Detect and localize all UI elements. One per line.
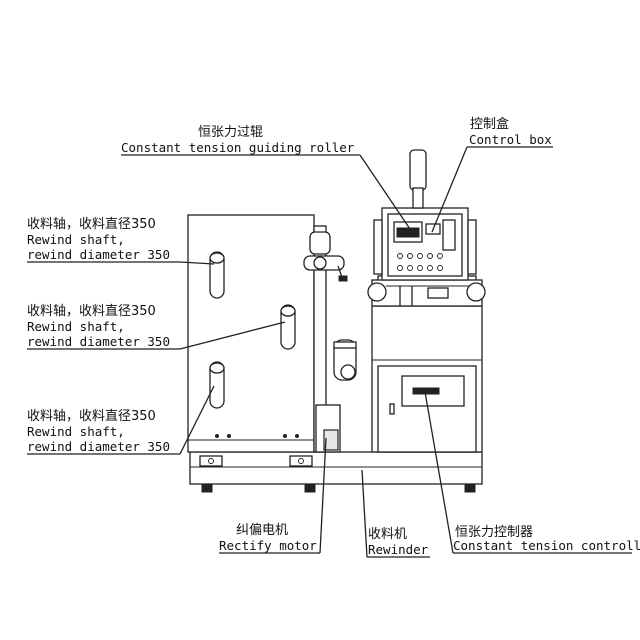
control-box-label-en: Control box: [469, 132, 552, 147]
rewind-shaft-bottom: [209, 361, 225, 409]
shaft-top-label-cn: 收料轴，收料直径350: [27, 217, 156, 232]
controller-label-cn: 恒张力控制器: [455, 525, 533, 540]
base-frame: [189, 451, 483, 485]
shaft-bot-label-en2: rewind diameter 350: [27, 439, 170, 454]
labels: 恒张力过辊 Constant tension guiding roller 控制…: [27, 116, 640, 557]
shaft-bot-label-cn: 收料轴，收料直径350: [27, 409, 156, 424]
rewinder-label-en: Rewinder: [368, 542, 429, 557]
shaft-mid-label-cn: 收料轴，收料直径350: [27, 304, 156, 319]
foot-1: [201, 483, 213, 493]
control-box: [373, 149, 477, 281]
base-slot-right: [289, 455, 313, 467]
shaft-mid-label-en1: Rewind shaft,: [27, 319, 125, 334]
guide-roller-label-cn: 恒张力过辊: [198, 125, 263, 140]
foot-2: [304, 483, 316, 493]
lower-guide-roller: [333, 339, 357, 381]
rewind-shaft-top: [209, 251, 225, 299]
shaft-bot-label-en1: Rewind shaft,: [27, 424, 125, 439]
guide-roller-label-en: Constant tension guiding roller: [121, 140, 355, 155]
shaft-top-label-en1: Rewind shaft,: [27, 232, 125, 247]
controller-label-en: Constant tension controller: [453, 538, 640, 553]
tension-guiding-roller: [303, 255, 348, 282]
base-slot-left: [199, 455, 223, 467]
leader-lines: [27, 146, 632, 558]
foot-3: [464, 483, 476, 493]
controller-display: [412, 387, 440, 395]
rewind-shaft-middle: [280, 304, 296, 350]
rectify-motor: [315, 404, 341, 453]
shaft-mid-label-en2: rewind diameter 350: [27, 334, 170, 349]
rewinder-label-cn: 收料机: [368, 527, 407, 542]
rectify-motor-label-cn: 纠偏电机: [236, 523, 288, 538]
control-box-label-cn: 控制盒: [470, 116, 509, 132]
machine-drawing: [187, 149, 486, 493]
rectify-motor-label-en: Rectify motor: [219, 538, 317, 553]
shaft-top-label-en2: rewind diameter 350: [27, 247, 170, 262]
